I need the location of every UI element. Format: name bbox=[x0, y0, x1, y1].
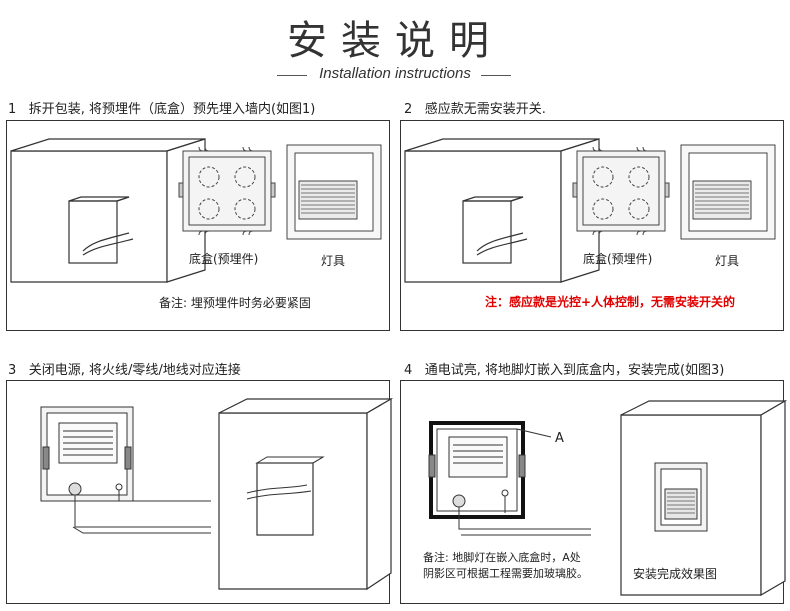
embedded-box-label: 底盒(预埋件) bbox=[583, 252, 653, 266]
subtitle-rule-right bbox=[481, 75, 511, 76]
step-3-number: 3 bbox=[8, 363, 17, 378]
subtitle-rule-left bbox=[277, 75, 307, 76]
step-1-text: 拆开包装, 将预埋件（底盒）预先埋入墙内(如图1) bbox=[28, 102, 316, 117]
result-label: 安装完成效果图 bbox=[633, 567, 718, 581]
panel-step-4: A 备注: 地脚灯在嵌入底盒时，A处 阴影区可根据工程需要加玻璃胶。 安装完成效… bbox=[400, 380, 788, 604]
page-subtitle: Installation instructions bbox=[319, 65, 471, 82]
note-line-2: 阴影区可根据工程需要加玻璃胶。 bbox=[423, 567, 588, 580]
lamp-illustration bbox=[680, 144, 776, 240]
step-1-number: 1 bbox=[8, 102, 17, 117]
panel-step-3 bbox=[6, 380, 394, 604]
embedded-box-label: 底盒(预埋件) bbox=[189, 252, 259, 266]
subtitle-row: Installation instructions bbox=[0, 64, 790, 86]
step-3-title: 3 关闭电源, 将火线/零线/地线对应连接 bbox=[8, 359, 241, 378]
sensor-note-text: 注：感应款是光控+人体控制，无需安装开关的 bbox=[485, 295, 736, 309]
installation-illustration bbox=[428, 399, 788, 597]
lamp-label: 灯具 bbox=[715, 254, 740, 268]
embedded-box-illustration bbox=[572, 146, 670, 236]
step-4-number: 4 bbox=[404, 363, 413, 378]
lamp-label: 灯具 bbox=[321, 254, 346, 268]
panel-step-2: 底盒(预埋件) 灯具 注：感应款是光控+人体控制，无需安装开关的 bbox=[400, 120, 784, 331]
embedded-box-illustration bbox=[178, 146, 276, 236]
page-title: 安装说明 bbox=[287, 18, 503, 64]
lamp-illustration bbox=[286, 144, 382, 240]
note-text: 备注: 埋预埋件时务必要紧固 bbox=[159, 296, 311, 310]
step-4-title: 4 通电试亮, 将地脚灯嵌入到底盒内，安装完成(如图3) bbox=[404, 359, 724, 378]
step-3-text: 关闭电源, 将火线/零线/地线对应连接 bbox=[28, 363, 241, 378]
marker-a-label: A bbox=[555, 431, 564, 446]
step-2-text: 感应款无需安装开关. bbox=[424, 102, 546, 117]
step-2-title: 2 感应款无需安装开关. bbox=[404, 98, 546, 117]
step-2-number: 2 bbox=[404, 102, 413, 117]
note-line-1: 备注: 地脚灯在嵌入底盒时，A处 bbox=[423, 551, 581, 564]
step-1-title: 1 拆开包装, 将预埋件（底盒）预先埋入墙内(如图1) bbox=[8, 98, 315, 117]
panel-step-1: 底盒(预埋件) 灯具 备注: 埋预埋件时务必要紧固 bbox=[6, 120, 390, 331]
wiring-illustration bbox=[40, 397, 394, 591]
step-4-text: 通电试亮, 将地脚灯嵌入到底盒内，安装完成(如图3) bbox=[424, 363, 725, 378]
